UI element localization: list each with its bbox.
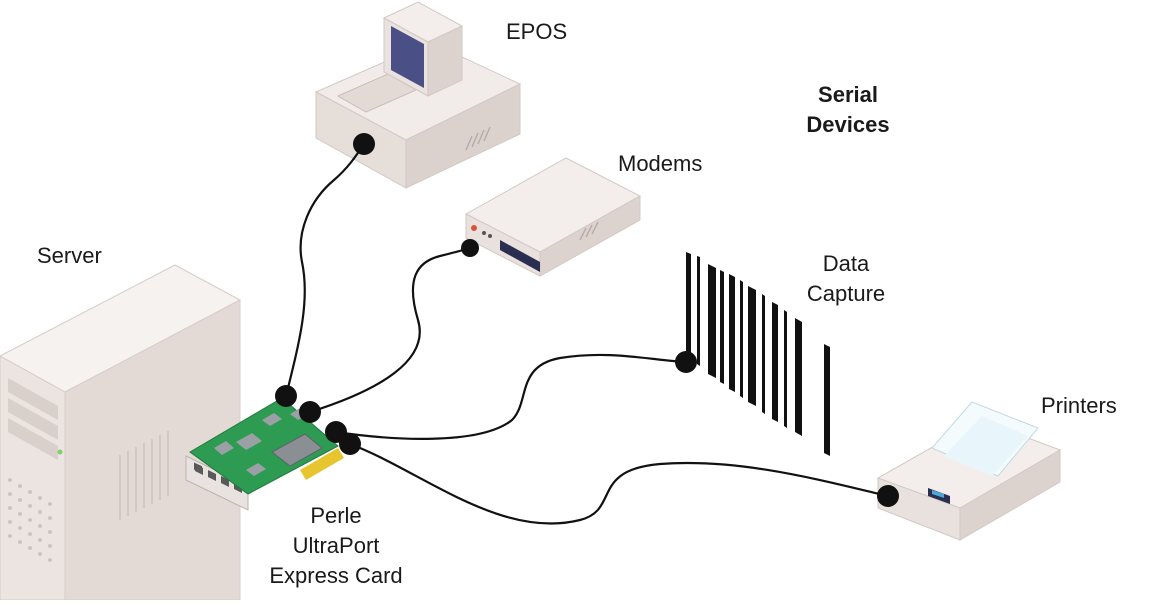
epos-illustration [314,1,522,189]
connector-dot [275,385,297,407]
label-card-line2: UltraPort [292,533,380,558]
label-serial-devices-line2: Devices [806,112,890,137]
cables [284,143,889,525]
label-card-line1: Perle [310,503,362,528]
label-epos: EPOS [506,19,568,44]
barcode-illustration [686,252,830,456]
label-serial-devices: Serial Devices [800,80,896,140]
server-illustration [0,264,242,601]
connector-dot [461,239,479,257]
printer-illustration [876,401,1062,541]
connector-dot [877,485,899,507]
label-data-capture-line1: Data [822,251,870,276]
modem-illustration [464,157,642,277]
label-modems: Modems [618,151,703,176]
label-printers: Printers [1041,393,1117,418]
connector-dot [675,351,697,373]
label-data-capture-line2: Capture [806,281,886,306]
label-serial-devices-line1: Serial [818,82,878,107]
cable-epos [284,143,365,397]
label-server: Server [37,243,102,268]
perle-card-illustration [185,397,344,511]
label-perle-card: Perle UltraPort Express Card [256,501,416,591]
cable-barcode [335,353,687,440]
label-card-line3: Express Card [269,563,403,588]
connector-dot [353,133,375,155]
connector-dot [339,433,361,455]
cable-modem [309,246,471,414]
connector-dot [299,401,321,423]
label-data-capture: Data Capture [800,249,892,309]
cable-printer [349,442,889,525]
connectors [275,133,899,507]
